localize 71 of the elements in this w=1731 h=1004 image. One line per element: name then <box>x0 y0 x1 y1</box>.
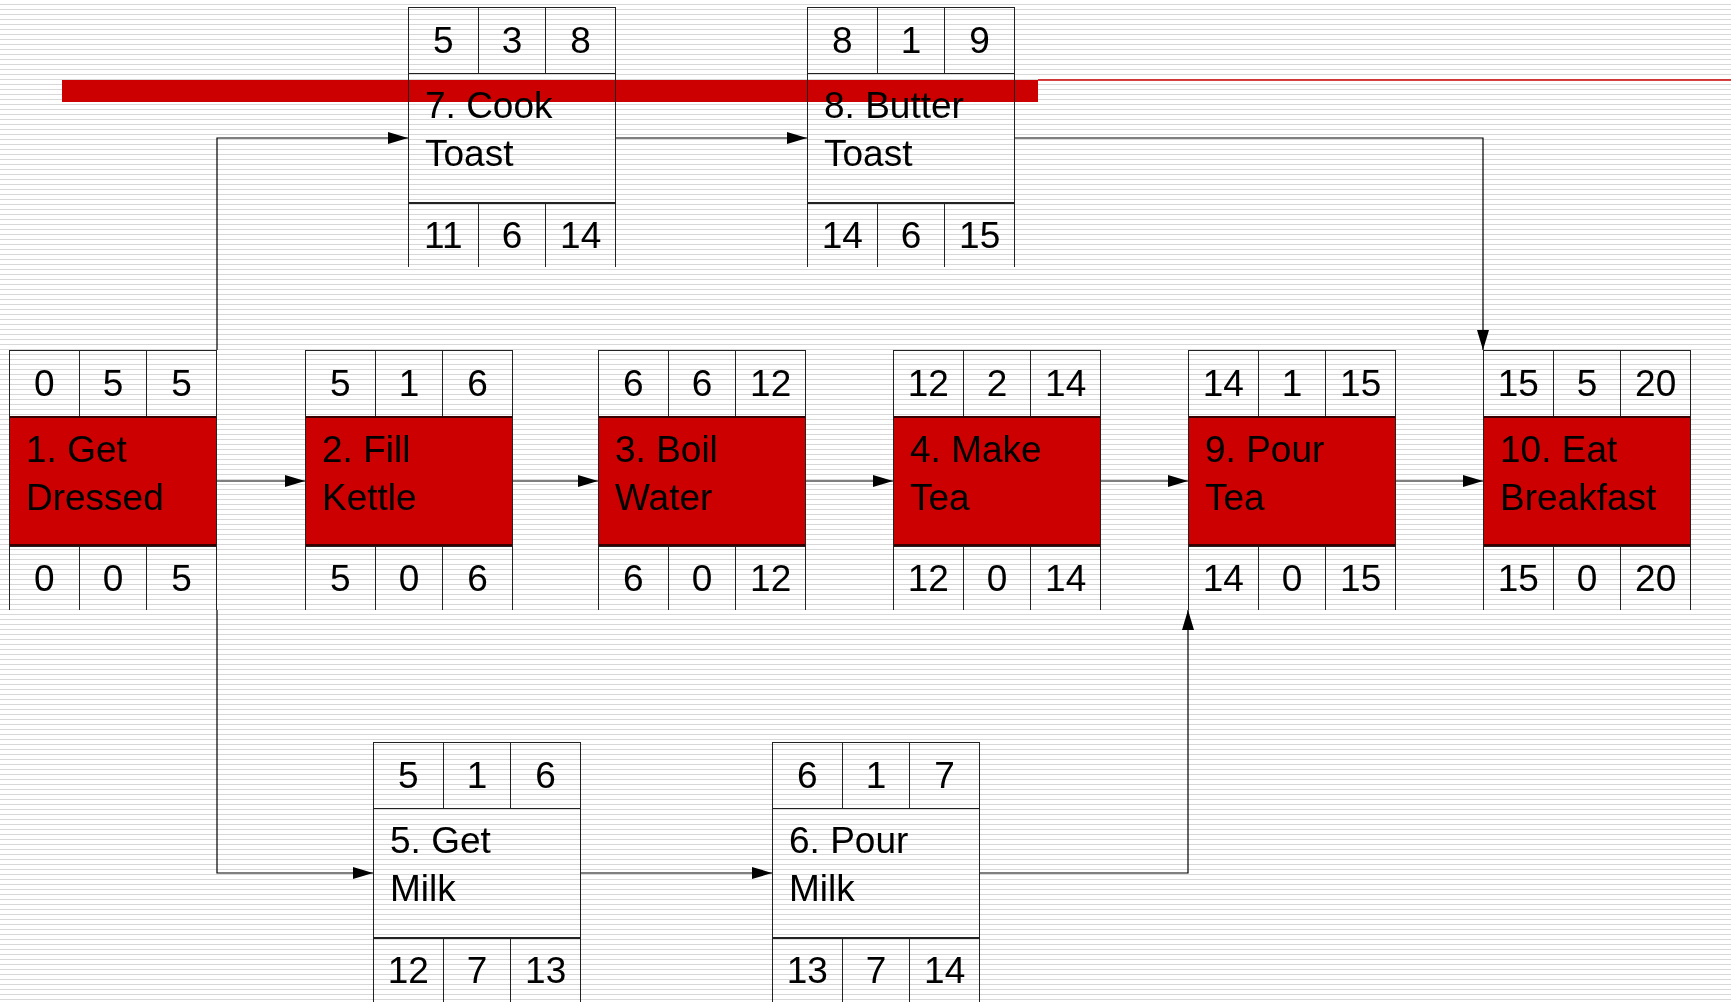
arrow <box>805 475 894 487</box>
arrow <box>979 609 1194 874</box>
time-value: 0 <box>667 546 737 610</box>
time-value: 11 <box>409 203 478 267</box>
arrow <box>216 475 306 487</box>
time-value: 14 <box>808 203 877 267</box>
arrow <box>1395 475 1484 487</box>
time-value: 6 <box>773 742 842 808</box>
time-value: 8 <box>808 7 877 73</box>
time-value: 0 <box>10 546 79 610</box>
time-value: 0 <box>374 546 444 610</box>
arrow <box>216 609 374 879</box>
time-value: 14 <box>1189 546 1258 610</box>
time-value: 14 <box>910 938 979 1002</box>
time-value: 6 <box>511 742 580 808</box>
time-value: 0 <box>78 546 148 610</box>
time-value: 1 <box>876 7 946 73</box>
time-value: 15 <box>1484 546 1553 610</box>
time-value: 7 <box>841 938 911 1002</box>
arrow <box>512 475 599 487</box>
arrow <box>1100 475 1189 487</box>
time-value: 5 <box>374 742 443 808</box>
time-value: 6 <box>876 203 946 267</box>
activity-box <box>772 742 980 1002</box>
time-value: 1 <box>442 742 512 808</box>
activity-name: 10. Eat Breakfast <box>1484 416 1690 546</box>
activity-name: 1. Get Dressed <box>10 416 216 546</box>
activity-name: 6. Pour Milk <box>773 808 979 938</box>
arrow <box>216 132 409 351</box>
time-value: 1 <box>841 742 911 808</box>
time-value: 0 <box>1552 546 1622 610</box>
activity-box <box>305 350 513 610</box>
activity-name: 9. Pour Tea <box>1189 416 1395 546</box>
arrow <box>1014 137 1489 351</box>
activity-box <box>1188 350 1396 610</box>
time-value: 15 <box>1326 546 1395 610</box>
time-value: 7 <box>442 938 512 1002</box>
time-value: 5 <box>306 546 375 610</box>
activity-name: 5. Get Milk <box>374 808 580 938</box>
time-value: 3 <box>477 7 547 73</box>
time-value: 20 <box>1621 546 1690 610</box>
time-value: 13 <box>511 938 580 1002</box>
activity-name: 4. Make Tea <box>894 416 1100 546</box>
activity-box <box>373 742 581 1002</box>
time-value: 9 <box>945 7 1014 73</box>
time-value: 14 <box>546 203 615 267</box>
time-value: 0 <box>962 546 1032 610</box>
activity-box <box>807 7 1015 267</box>
time-value: 6 <box>443 546 512 610</box>
activity-name: 3. Boil Water <box>599 416 805 546</box>
time-value: 12 <box>894 546 963 610</box>
activity-box <box>408 7 616 267</box>
activity-name: 2. Fill Kettle <box>306 416 512 546</box>
time-value: 13 <box>773 938 842 1002</box>
activity-box <box>598 350 806 610</box>
activity-box <box>893 350 1101 610</box>
activity-box <box>9 350 217 610</box>
time-value: 0 <box>1257 546 1327 610</box>
activity-box <box>1483 350 1691 610</box>
arrow <box>580 867 773 879</box>
time-value: 14 <box>1031 546 1100 610</box>
arrow <box>615 132 808 144</box>
time-value: 8 <box>546 7 615 73</box>
time-value: 6 <box>599 546 668 610</box>
time-value: 5 <box>409 7 478 73</box>
time-value: 12 <box>736 546 805 610</box>
time-value: 6 <box>477 203 547 267</box>
time-value: 7 <box>910 742 979 808</box>
time-value: 5 <box>147 546 216 610</box>
time-value: 12 <box>374 938 443 1002</box>
time-value: 15 <box>945 203 1014 267</box>
